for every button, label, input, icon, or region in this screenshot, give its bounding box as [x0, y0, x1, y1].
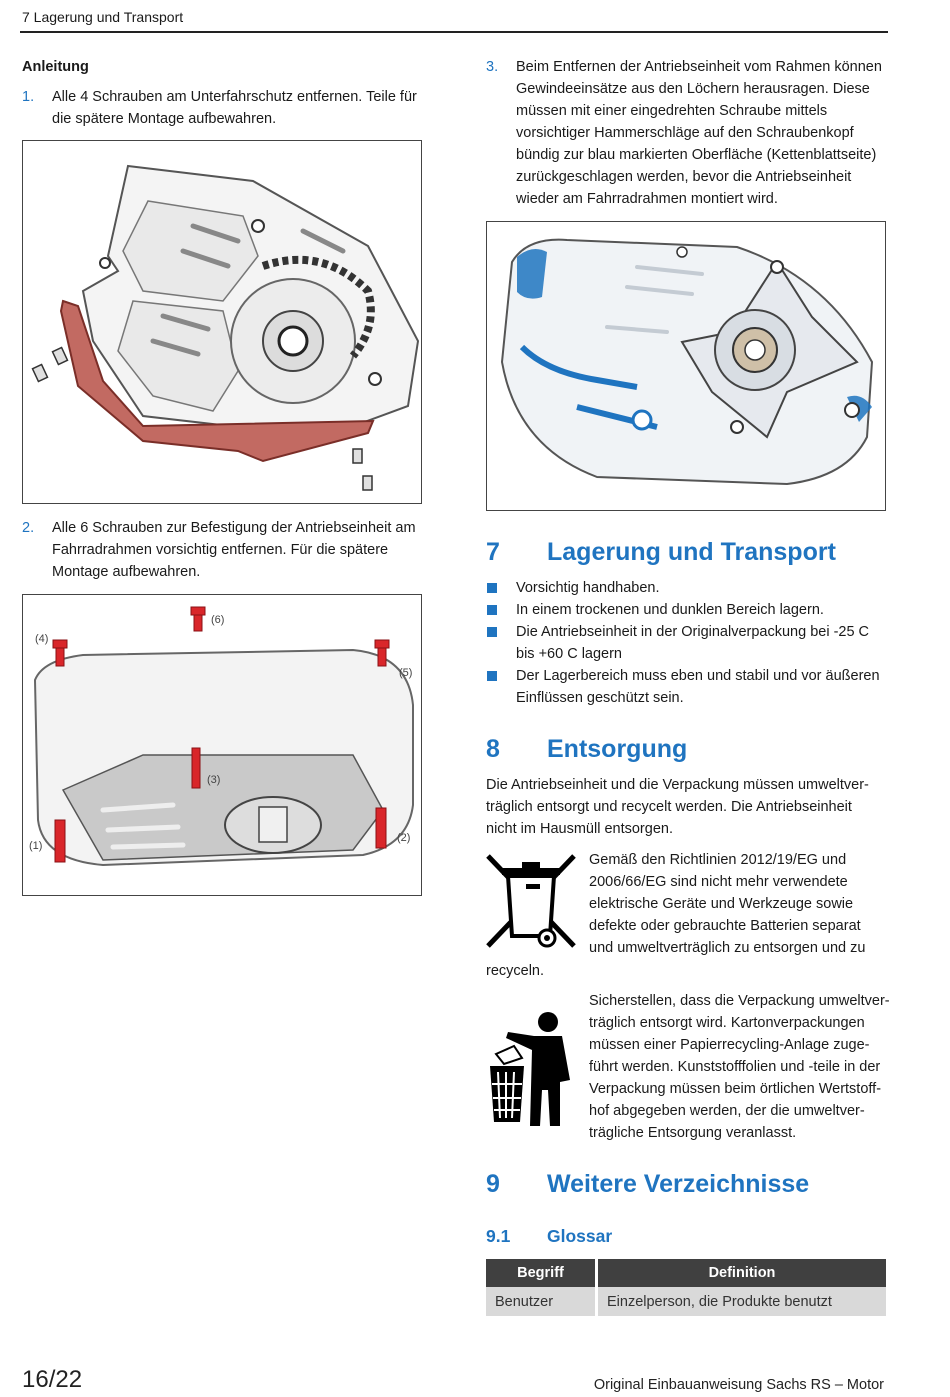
bullet-marker: [487, 583, 497, 593]
table-cell: Benutzer: [486, 1287, 597, 1316]
step3-text: Beim Entfernen der Antriebseinheit vom R…: [516, 59, 882, 207]
bullet-marker: [487, 605, 497, 615]
section7-number: 7: [486, 538, 500, 566]
section91-number: 9.1: [486, 1226, 511, 1246]
figure-mounting-screws: (1) (2) (3) (4) (5) (6): [22, 594, 422, 896]
bullet-item: In einem trockenen und dunklen Bereich l…: [516, 602, 824, 618]
litter-bin-person-icon: [484, 1010, 576, 1128]
glossary-table: Begriff Definition Benutzer Einzelperson…: [486, 1259, 886, 1316]
page-number: 16/22: [22, 1366, 83, 1393]
bullet-item: Der Lagerbereich muss eben und stabil un…: [516, 668, 880, 706]
bullet-marker: [487, 627, 497, 637]
fig2-label-3: (3): [207, 774, 220, 786]
footer-document-title: Original Einbauanweisung Sachs RS – Moto…: [593, 1377, 884, 1393]
fig2-label-5: (5): [399, 667, 412, 679]
fig2-label-4: (4): [35, 633, 48, 645]
section9-number: 9: [486, 1170, 500, 1198]
crossed-bin-icon: [484, 852, 578, 956]
header-rule: [20, 31, 888, 33]
figure-drive-unit: [486, 221, 886, 511]
bullet-item: Vorsichtig handhaben.: [516, 580, 660, 596]
section9-title: Weitere Verzeichnisse: [547, 1170, 810, 1198]
instructions-heading: Anleitung: [22, 59, 89, 75]
fig2-label-6: (6): [211, 614, 224, 626]
packaging-text: Sicherstellen, dass die Verpackung umwel…: [589, 993, 890, 1141]
step2-number: 2.: [22, 520, 35, 536]
table-header-row: Begriff Definition: [486, 1259, 886, 1287]
step1-number: 1.: [22, 89, 35, 105]
section8-number: 8: [486, 735, 500, 763]
bullet-marker: [487, 671, 497, 681]
section7-title: Lagerung und Transport: [547, 538, 836, 566]
step2-text: Alle 6 Schrauben zur Befestigung der Ant…: [52, 520, 416, 580]
section8-title: Entsorgung: [547, 735, 688, 763]
step3-number: 3.: [486, 59, 499, 75]
section91-title: Glossar: [547, 1226, 613, 1246]
column-header: Definition: [595, 1259, 886, 1287]
disposal-paragraph: Die Antriebseinheit und die Verpackung m…: [486, 777, 869, 837]
figure-skid-plate: [22, 140, 422, 504]
table-row: Benutzer Einzelperson, die Produkte benu…: [486, 1287, 886, 1316]
step1-text: Alle 4 Schrauben am Unterfahrschutz entf…: [52, 89, 417, 127]
fig2-label-1: (1): [29, 840, 42, 852]
table-cell: Einzelperson, die Produkte benutzt: [595, 1287, 886, 1316]
running-header: 7 Lagerung und Transport: [22, 9, 184, 25]
fig2-label-2: (2): [397, 832, 410, 844]
weee-text-tail: recyceln.: [486, 963, 545, 979]
bullet-item: Die Antriebseinheit in der Originalverpa…: [516, 624, 870, 662]
column-header: Begriff: [486, 1259, 597, 1287]
